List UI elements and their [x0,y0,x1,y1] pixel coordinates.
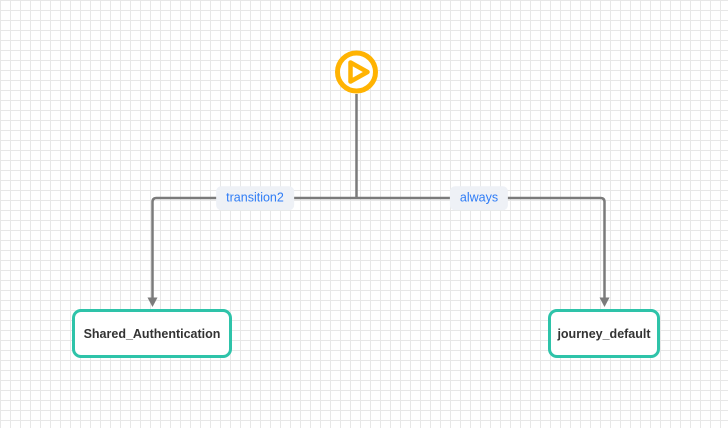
node-journey-default[interactable]: journey_default [548,309,660,358]
edge-always-line [356,196,606,299]
edge-label-always[interactable]: always [449,186,509,210]
edge-transition2-line [151,196,357,299]
edge-always-arrowhead-icon [599,297,610,307]
edge-label-transition2[interactable]: transition2 [216,186,294,210]
node-label: journey_default [557,326,651,341]
start-node[interactable] [332,48,381,96]
node-shared-authentication[interactable]: Shared_Authentication [72,309,232,358]
edge-transition2-arrowhead-icon [147,297,158,307]
play-circle-icon [335,50,378,94]
node-label: Shared_Authentication [83,326,221,341]
